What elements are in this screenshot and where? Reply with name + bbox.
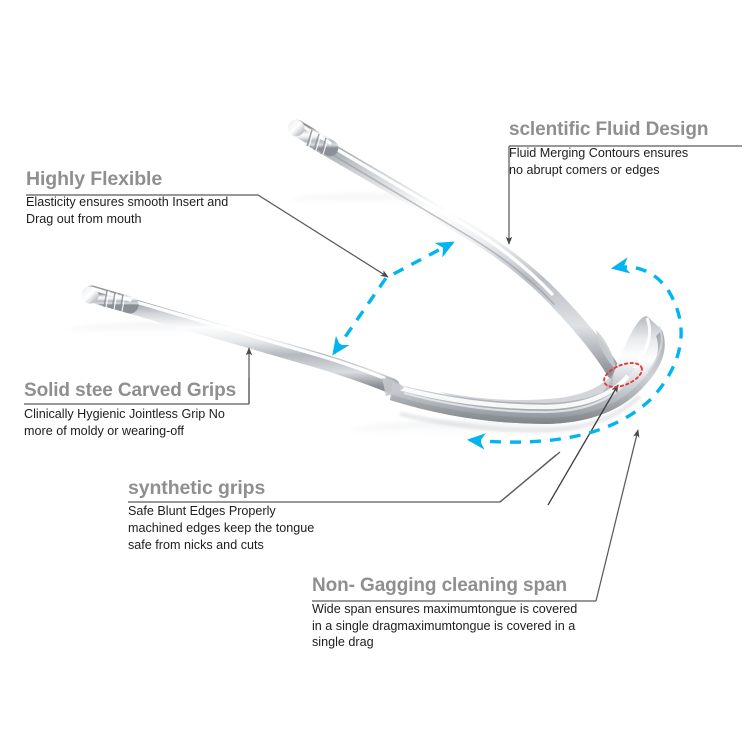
callout-body-line: single drag — [312, 635, 374, 650]
callout-scientific-fluid-design: sclentific Fluid Design Fluid Merging Co… — [509, 119, 708, 178]
callout-body: Fluid Merging Contours ensures no abrupt… — [509, 145, 708, 178]
callout-body-line: in a single dragmaximumtongue is covered… — [312, 618, 576, 633]
callout-body-line: safe from nicks and cuts — [128, 537, 264, 552]
callout-highly-flexible: Highly Flexible Elasticity ensures smoot… — [26, 168, 228, 228]
callout-body: Wide span ensures maximumtongue is cover… — [312, 601, 577, 651]
callout-solid-steel-carved-grips: Solid stee Carved Grips Clinically Hygie… — [24, 380, 236, 439]
callout-body-line: Clinically Hygienic Jointless Grip No — [24, 406, 225, 421]
callout-synthetic-grips: synthetic grips Safe Blunt Edges Properl… — [128, 477, 314, 554]
callout-title: Solid stee Carved Grips — [24, 380, 237, 401]
callout-title: Highly Flexible — [26, 168, 163, 190]
callout-body-line: Safe Blunt Edges Properly — [128, 504, 276, 519]
grip-rings — [306, 129, 327, 155]
callout-body: Clinically Hygienic Jointless Grip No mo… — [24, 406, 236, 439]
callout-body-line: Fluid Merging Contours ensures — [509, 145, 689, 160]
callout-title: synthetic grips — [128, 477, 266, 499]
callout-body-line: Drag out from mouth — [26, 212, 142, 227]
callout-title: Non- Gagging cleaning span — [312, 575, 567, 596]
callout-body-line: machined edges keep the tongue — [128, 521, 315, 536]
lower-arm — [81, 285, 400, 394]
callout-body-line: no abrupt comers or edges — [509, 162, 660, 177]
callout-non-gagging-cleaning-span: Non- Gagging cleaning span Wide span ens… — [312, 575, 577, 651]
scraper-blade — [382, 316, 665, 433]
callout-body-line: more of moldy or wearing-off — [24, 423, 185, 438]
callout-body: Elasticity ensures smooth Insert and Dra… — [26, 194, 228, 227]
callout-body: Safe Blunt Edges Properly machined edges… — [128, 503, 314, 553]
grip-rings — [103, 290, 124, 312]
callout-title: sclentific Fluid Design — [509, 119, 709, 140]
callout-body-line: Wide span ensures maximumtongue is cover… — [312, 601, 578, 616]
callout-body-line: Elasticity ensures smooth Insert and — [26, 195, 229, 210]
upper-handle — [287, 119, 339, 157]
lower-handle — [81, 285, 139, 314]
